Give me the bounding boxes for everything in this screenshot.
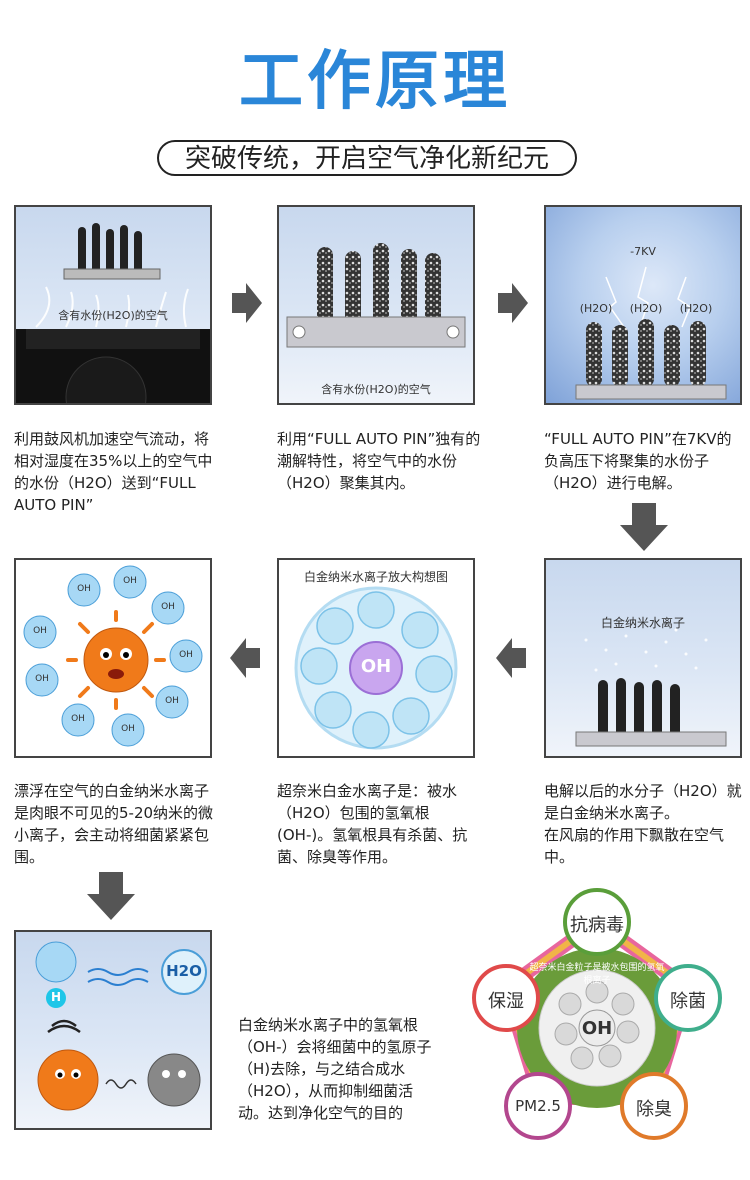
step4-text-line-2: 在风扇的作用下飘散在空气中。 (544, 826, 725, 866)
step5-text: 超奈米白金水离子是：被水（H2O）包围的氢氧根(OH-)。氢氧根具有杀菌、抗菌、… (277, 782, 468, 866)
step5-image: 白金纳米水离子放大构想图 OH (277, 558, 475, 758)
step3-text: “FULL AUTO PIN”在7KV的负高压下将聚集的水份子（H2O）进行电解… (544, 430, 732, 492)
step2-image: 含有水份(H2O)的空气 (277, 205, 475, 405)
pin-illustration (286, 243, 466, 348)
step6-text: 漂浮在空气的白金纳米水离子是肉眼不可见的5-20纳米的微小离子，会主动将细菌紧紧… (14, 782, 214, 866)
arrow-down-icon (87, 872, 135, 920)
oh-tag: OH (179, 650, 193, 660)
arrow-down-icon (620, 503, 668, 551)
page-title: 工作原理 (239, 45, 511, 119)
oh-tag: OH (165, 696, 179, 706)
step1-label: 含有水份(H2O)的空气 (58, 309, 168, 322)
benefit-pm25: PM2.5 (515, 1097, 561, 1115)
step2-label: 含有水份(H2O)的空气 (321, 383, 431, 396)
page-subtitle: 突破传统，开启空气净化新纪元 (157, 140, 577, 176)
step4-image: 白金纳米水离子 (544, 558, 742, 758)
step2-text: 利用“FULL AUTO PIN”独有的潮解特性，将空气中的水份（H2O）聚集其… (277, 430, 481, 492)
arrow-left-icon (230, 638, 260, 678)
benefits-ring-text: 超奈米白金粒子是被水包围的氢氧根离子 (529, 963, 665, 986)
voltage-label: -7KV (630, 245, 656, 258)
benefits-center-label: OH (581, 1018, 613, 1039)
arrow-left-icon (496, 638, 526, 678)
ion-enlarged-illustration (294, 586, 458, 750)
h2o-label-1: (H2O) (579, 302, 613, 315)
arrow-right-icon (498, 283, 528, 323)
benefits-pentagon (472, 888, 722, 1140)
oh-center-label: OH (360, 656, 392, 677)
h-badge: H (50, 990, 62, 1004)
oh-tag: OH (77, 584, 91, 594)
step4-text: 电解以后的水分子（H2O）就是白金纳米水离子。 在风扇的作用下飘散在空气中。 (544, 780, 744, 868)
arrow-right-icon (232, 283, 262, 323)
step3-image: -7KV (H2O) (H2O) (H2O) (544, 205, 742, 405)
step4-text-line-1: 电解以后的水分子（H2O）就是白金纳米水离子。 (544, 782, 742, 822)
h2o-badge: H2O (166, 962, 202, 980)
bacteria-neutralize-illustration (35, 941, 207, 1111)
step1-image: 含有水份(H2O)的空气 (14, 205, 212, 405)
benefit-deodorize: 除臭 (636, 1099, 672, 1120)
step4-label: 白金纳米水离子 (600, 616, 685, 630)
benefit-antivirus: 抗病毒 (570, 915, 624, 936)
step1-text: 利用鼓风机加速空气流动，将相对湿度在35%以上的空气中的水份（H2O）送到“FU… (14, 430, 213, 514)
fan-illustration (16, 223, 210, 403)
ion-release-illustration (575, 628, 727, 747)
electrolysis-illustration (575, 266, 727, 400)
step5-label: 白金纳米水离子放大构想图 (303, 570, 448, 584)
bacteria-surrounded-illustration (23, 565, 203, 747)
benefit-sterilize: 除菌 (670, 991, 706, 1012)
oh-tag: OH (35, 674, 49, 684)
h2o-label-3: (H2O) (679, 302, 713, 315)
oh-tag: OH (161, 602, 175, 612)
h2o-label-2: (H2O) (629, 302, 663, 315)
step6-image: OH OH OH OH OH OH OH OH OH (14, 558, 212, 758)
oh-tag: OH (33, 626, 47, 636)
step7-image: H2O H (14, 930, 212, 1130)
step7-text: 白金纳米水离子中的氢氧根（OH-）会将细菌中的氢原子（H)去除，与之结合成水（H… (238, 1016, 432, 1122)
benefits-diagram: OH 超奈米白金粒子是被水包围的氢氧根离子 抗病毒 除菌 除臭 PM2.5 保湿 (450, 880, 745, 1175)
benefit-moisturize: 保湿 (488, 991, 524, 1012)
oh-tag: OH (121, 724, 135, 734)
oh-tag: OH (71, 714, 85, 724)
oh-tag: OH (123, 576, 137, 586)
